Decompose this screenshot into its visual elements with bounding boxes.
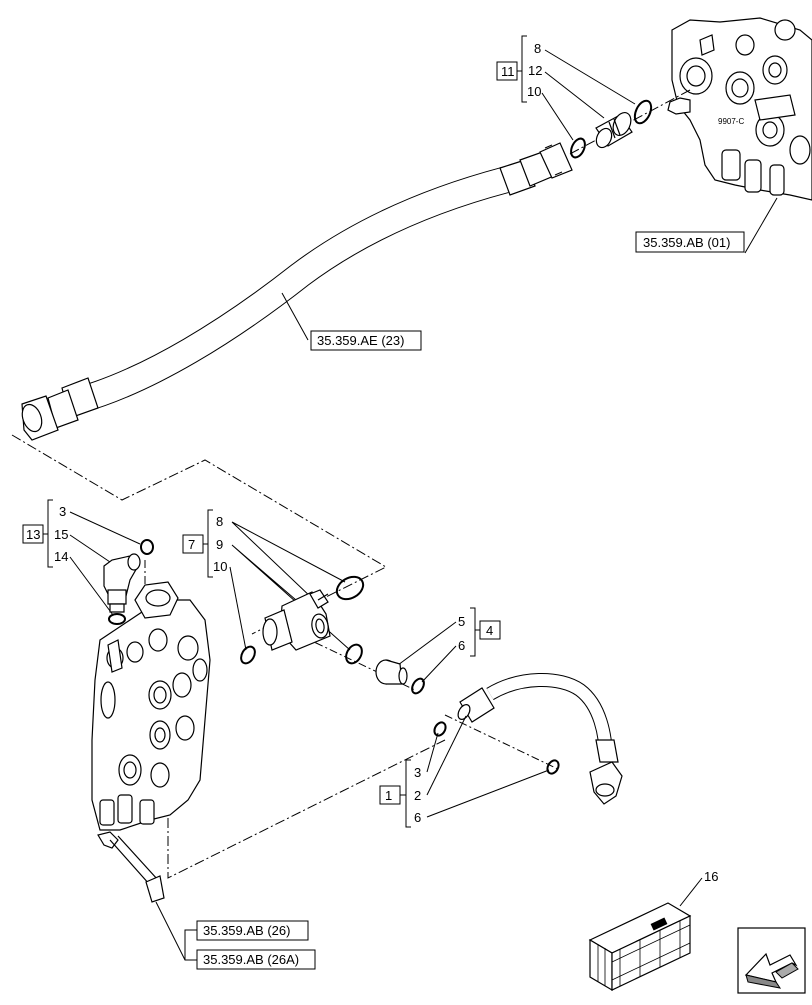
elbow-fitting-15 xyxy=(103,553,141,613)
tee-fitting-9 xyxy=(262,589,331,651)
group-7-item-3: 10 xyxy=(213,559,227,574)
ref-box-valve-bottom-1 xyxy=(196,920,309,941)
hose-bottom xyxy=(457,673,623,805)
group-1-item-1: 3 xyxy=(414,765,421,780)
group-13-item-3: 14 xyxy=(54,549,68,564)
leader-1-2 xyxy=(426,715,467,796)
leader-hose-top xyxy=(281,292,309,341)
ref-box-valve-bottom-2 xyxy=(196,949,316,970)
group-11: 11 8 12 10 xyxy=(496,35,542,103)
leader-13-15 xyxy=(69,534,111,563)
leader-13-3 xyxy=(69,511,141,545)
group-13: 13 3 15 14 xyxy=(22,499,68,568)
group-11-item-1: 8 xyxy=(534,41,541,56)
o-ring-3-elbow xyxy=(140,539,154,555)
group-11-id: 11 xyxy=(501,64,515,79)
o-ring-3-hose xyxy=(433,721,447,737)
o-ring-6-plug xyxy=(411,677,425,695)
o-ring-10-tee xyxy=(240,645,256,665)
leader-1-3 xyxy=(426,732,439,773)
group-13-item-1: 3 xyxy=(59,504,66,519)
leader-valve-bottom xyxy=(155,901,202,961)
leader-7-8 xyxy=(231,521,346,601)
o-ring-8-tee-top xyxy=(335,575,365,601)
group-4-id: 4 xyxy=(486,623,493,638)
ref-hose-top: 35.359.AE (23) xyxy=(317,333,404,348)
group-7-id: 7 xyxy=(188,537,195,552)
leader-11-10 xyxy=(541,92,574,141)
o-ring-14 xyxy=(108,613,126,625)
group-7-item-1: 8 xyxy=(216,514,223,529)
ref-box-valve-top xyxy=(635,231,745,253)
group-11-item-2: 12 xyxy=(528,63,542,78)
kit-box-icon xyxy=(588,902,692,992)
o-ring-8-top xyxy=(633,99,653,125)
leader-1-6 xyxy=(426,769,550,818)
o-ring-8-tee-right xyxy=(345,643,363,665)
valve-lever-rod xyxy=(109,835,159,886)
group-1: 1 3 2 6 xyxy=(379,759,421,828)
ref-box-hose-top xyxy=(310,330,422,351)
leader-7-10 xyxy=(229,566,247,651)
group-1-item-2: 2 xyxy=(414,788,421,803)
group-7: 7 8 9 10 xyxy=(182,509,227,578)
group-13-item-2: 15 xyxy=(54,527,68,542)
valve-block-top xyxy=(667,17,812,201)
group-7-item-2: 9 xyxy=(216,537,223,552)
leader-4-6 xyxy=(421,645,457,683)
leader-11-8 xyxy=(544,49,636,105)
leader-4-5 xyxy=(397,621,457,666)
leader-11-12 xyxy=(544,71,605,119)
valve-lever-end xyxy=(145,875,165,903)
ref-valve-top: 35.359.AB (01) xyxy=(643,235,730,250)
group-4-item-1: 5 xyxy=(458,614,465,629)
hose-top xyxy=(21,142,573,441)
centerline-hose-bottom xyxy=(444,714,561,771)
ref-valve-bottom-1: 35.359.AB (26) xyxy=(203,923,290,938)
group-1-id: 1 xyxy=(385,788,392,803)
leader-16 xyxy=(679,877,703,907)
ref-valve-bottom-2: 35.359.AB (26A) xyxy=(203,952,299,967)
leader-valve-top xyxy=(744,197,778,254)
adapter-12 xyxy=(595,112,633,149)
arrow-nav-icon[interactable] xyxy=(737,927,806,994)
plug-5 xyxy=(375,659,408,685)
centerline-top xyxy=(567,89,691,156)
leader-13-14 xyxy=(69,556,114,616)
group-1-item-3: 6 xyxy=(414,810,421,825)
group-4-item-2: 6 xyxy=(458,638,465,653)
valve-block-marking: 9907-C xyxy=(718,117,744,126)
group-4: 4 5 6 xyxy=(458,607,501,657)
leader-7-9 xyxy=(231,544,351,651)
routing-line-upper xyxy=(11,434,388,635)
group-13-id: 13 xyxy=(26,527,40,542)
o-ring-6-hose xyxy=(546,759,560,775)
kit-label: 16 xyxy=(704,869,718,884)
group-11-item-3: 10 xyxy=(527,84,541,99)
o-ring-10-top xyxy=(570,137,586,159)
valve-block-bottom xyxy=(91,581,211,849)
